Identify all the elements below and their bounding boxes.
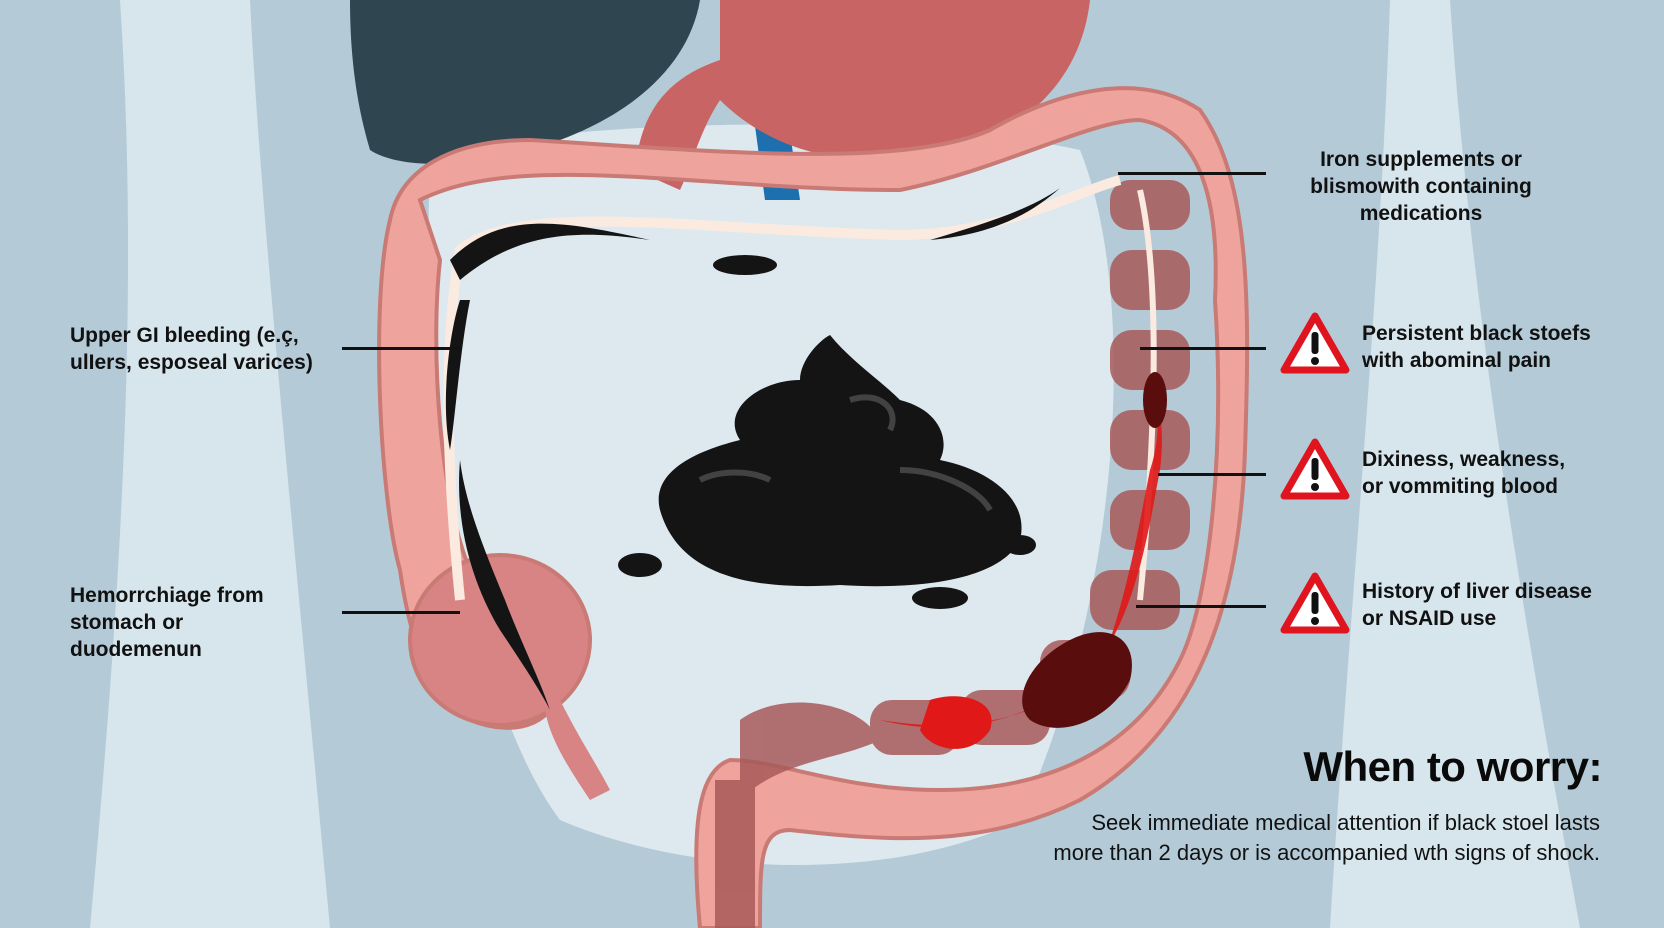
leader-line (1140, 347, 1266, 350)
cause-hemorrhage: Hemorrchiage from stomach or duodemenun (70, 582, 264, 663)
subtitle-line: more than 2 days or is accompanied wth s… (1053, 840, 1600, 865)
when-to-worry-title: When to worry: (1303, 743, 1602, 790)
liver (350, 0, 700, 164)
warning-dizziness: Dixiness, weakness, or vommiting blood (1362, 446, 1565, 500)
label-line: History of liver disease (1362, 580, 1592, 603)
subtitle-line: Seek immediate medical attention if blac… (1091, 810, 1600, 835)
warning-liver-disease: History of liver disease or NSAID use (1362, 578, 1592, 632)
leader-line (1118, 172, 1266, 175)
warning-persistent-black-stool: Persistent black stoefs with abominal pa… (1362, 320, 1591, 374)
label-line: Dixiness, weakness, (1362, 448, 1566, 471)
when-to-worry-text: Seek immediate medical attention if blac… (960, 808, 1600, 868)
label-line: medications (1359, 202, 1483, 225)
label-line: blismowith containing (1310, 175, 1532, 198)
leader-line (342, 347, 460, 350)
warning-triangle-icon (1280, 438, 1350, 500)
label-line: or NSAID use (1362, 607, 1497, 630)
leader-line (342, 611, 460, 614)
label-line: ulIers, esposeal varices) (70, 351, 313, 374)
label-line: Iron supplements or (1320, 148, 1522, 171)
warning-triangle-icon (1280, 312, 1350, 374)
label-line: Upper GI bleeding (e.ç, (70, 324, 299, 347)
label-line: Persistent black stoefs (1362, 322, 1591, 345)
label-line: Hemorrchiage from (70, 584, 264, 607)
warning-triangle-icon (1280, 572, 1350, 634)
label-line: with abominal pain (1362, 349, 1552, 372)
cause-upper-gi-bleeding: Upper GI bleeding (e.ç, ulIers, esposeal… (70, 322, 313, 376)
label-line: stomach or (70, 611, 184, 634)
leader-line (1158, 473, 1266, 476)
black-stool (618, 335, 1036, 609)
leader-line (1136, 605, 1266, 608)
label-line: or vommiting blood (1362, 475, 1558, 498)
label-line: duodemenun (70, 638, 202, 661)
cause-iron-supplements: Iron supplements or blismowith containin… (1276, 146, 1566, 227)
